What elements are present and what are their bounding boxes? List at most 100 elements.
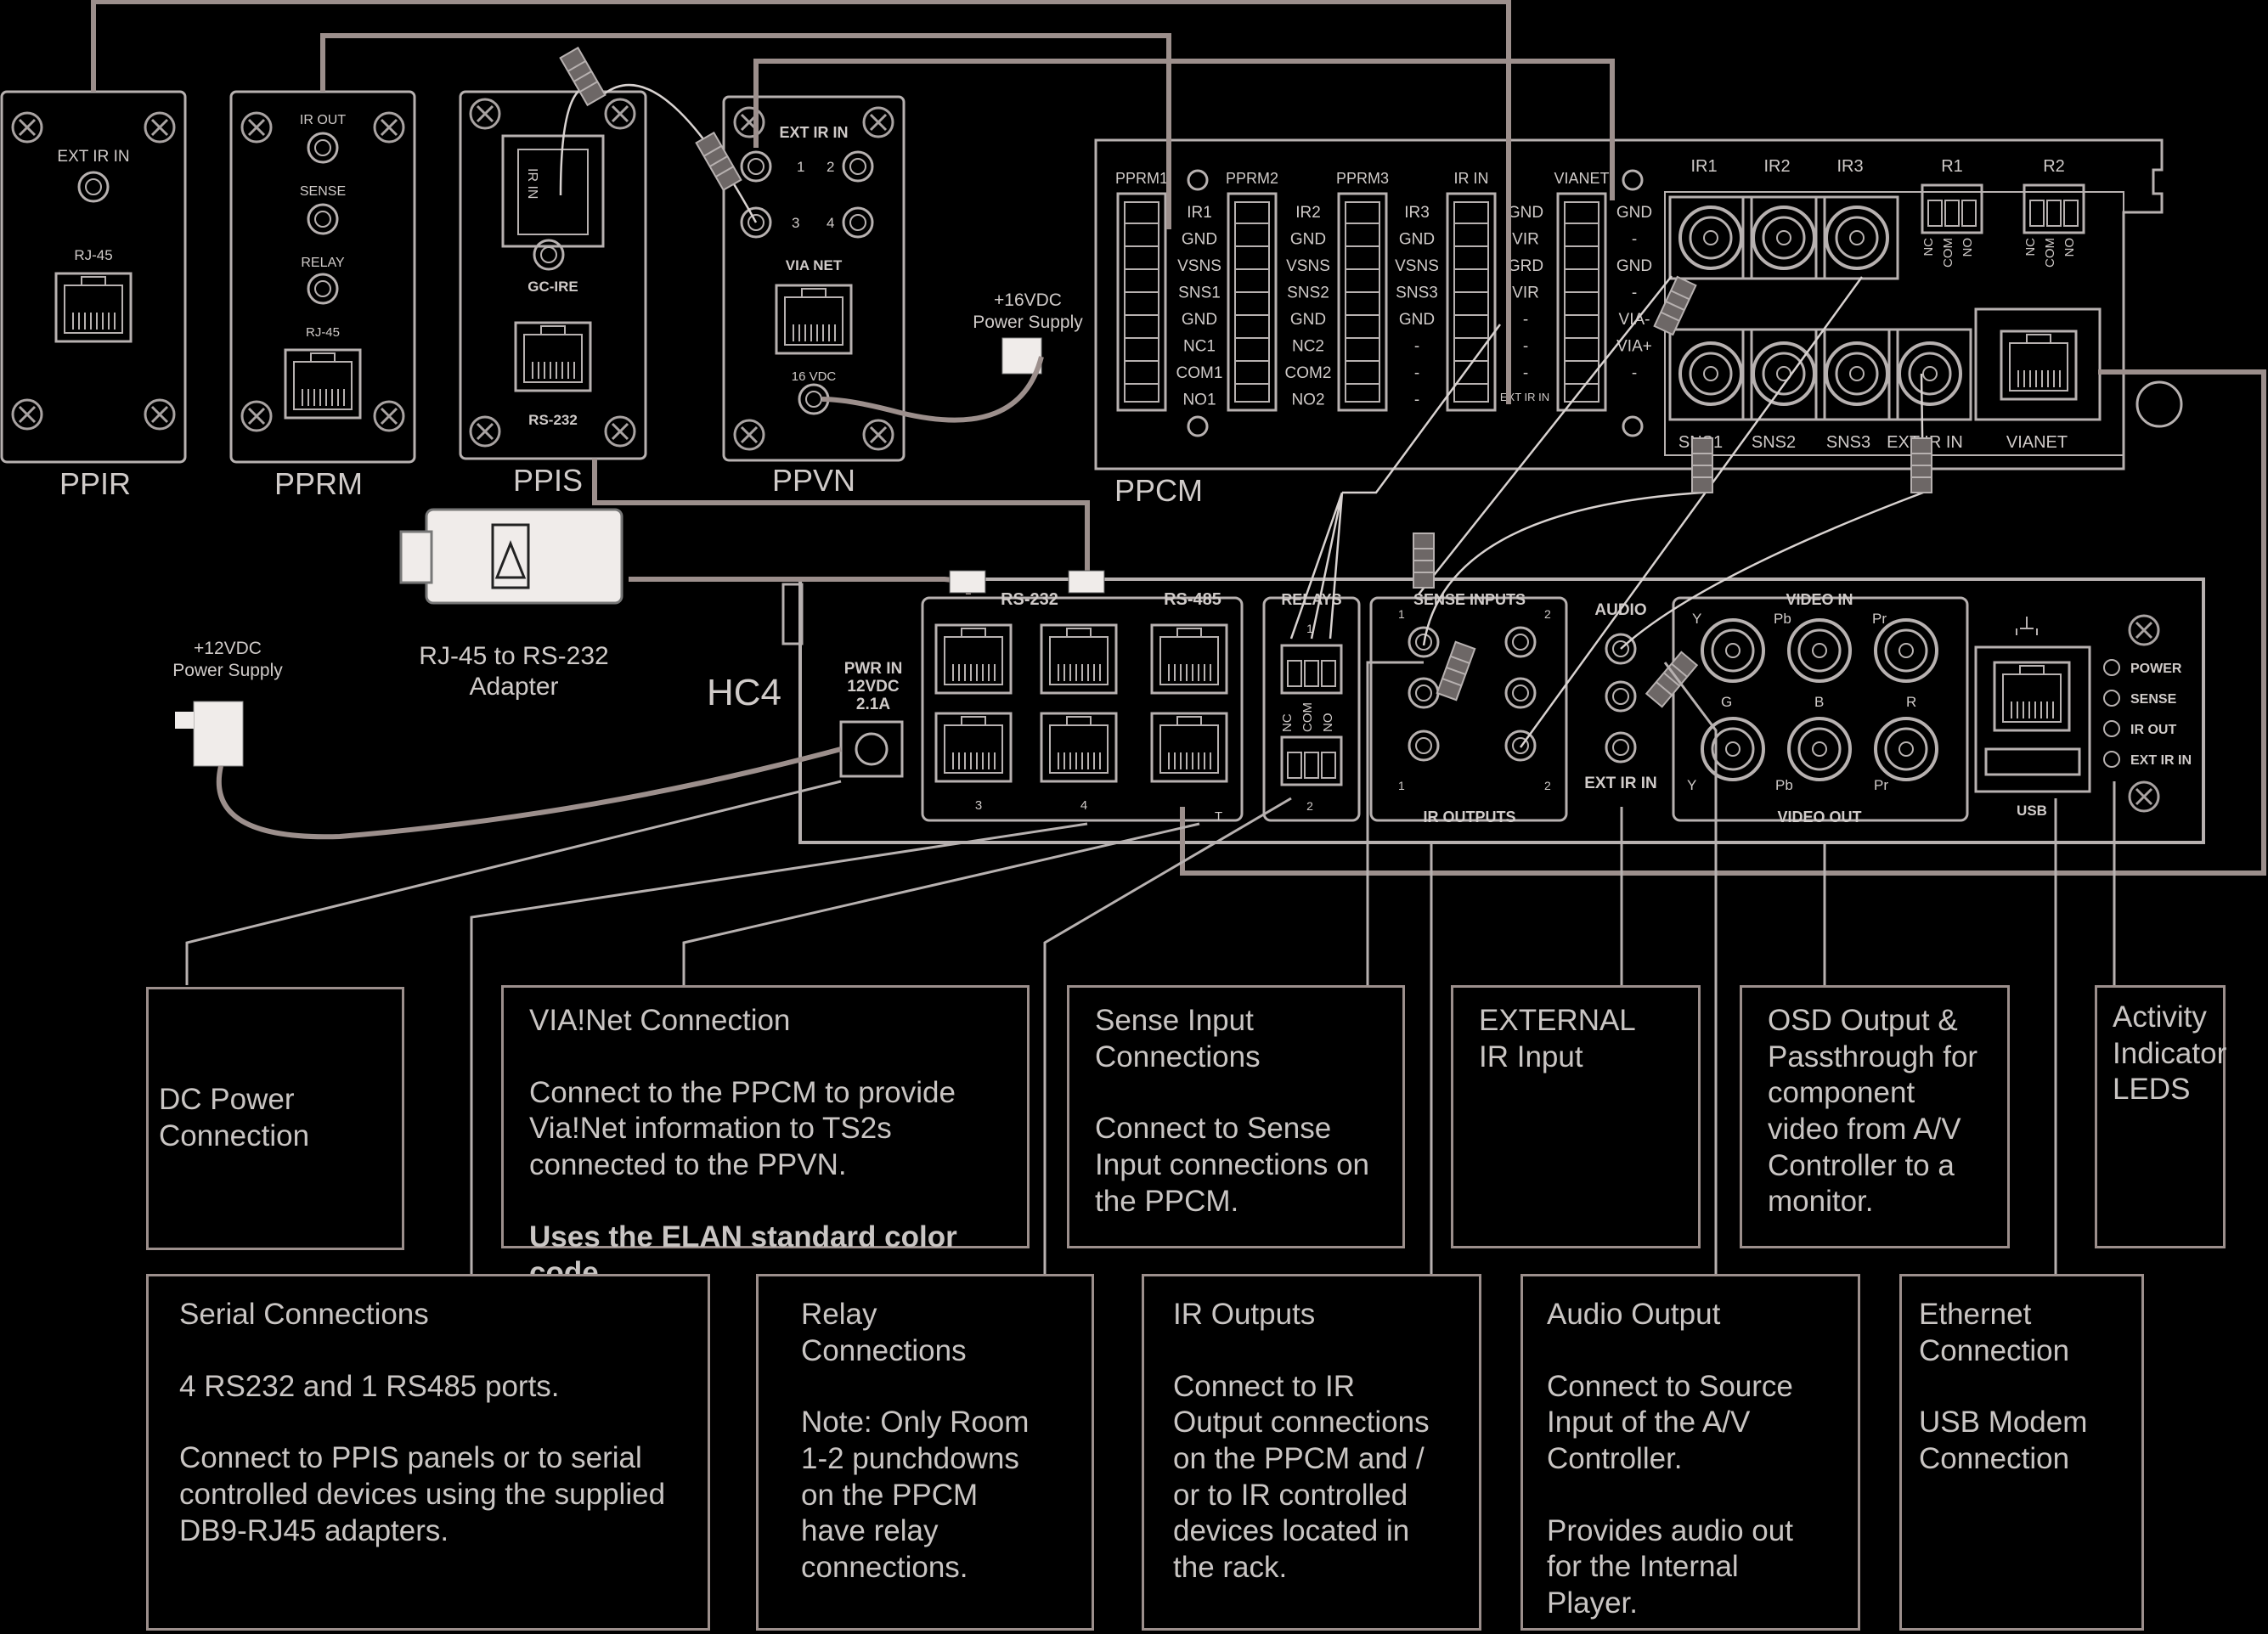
hc4-serial-port-4[interactable] bbox=[1040, 712, 1118, 783]
hc4-ext-ir-in-label: EXT IR IN bbox=[1584, 775, 1657, 792]
ppcm-header-pprm2: PPRM2 bbox=[1226, 170, 1278, 187]
hc4-screw-top bbox=[2128, 614, 2160, 646]
hc4-vout-pb: Pb bbox=[1775, 777, 1793, 793]
hc4-vianet-port[interactable] bbox=[1150, 712, 1228, 783]
callout-ext-ir: EXTERNAL IR Input bbox=[1451, 985, 1701, 1248]
hc4-relay-nc: NC bbox=[1280, 713, 1295, 732]
power-led bbox=[2103, 659, 2120, 676]
callout-vianet-note: Uses the ELAN standard color code. bbox=[529, 1220, 957, 1290]
psu12-line2: Power Supply bbox=[172, 661, 283, 680]
hc4-sense-4[interactable] bbox=[1504, 677, 1537, 709]
callout-ethernet-title: Ethernet Connection bbox=[1919, 1298, 2070, 1367]
callout-ext-ir-title: EXTERNAL IR Input bbox=[1479, 1004, 1635, 1073]
hc4-vout-b: B bbox=[1814, 694, 1824, 710]
hc4-t-label: T bbox=[1215, 809, 1222, 824]
hc4-serial-port-1[interactable] bbox=[934, 623, 1013, 695]
ppcm-header-vianet: VIANET bbox=[1554, 170, 1609, 187]
ppcm-col1-row: IR1 bbox=[1187, 204, 1212, 222]
callout-sense: Sense Input Connections Connect to Sense… bbox=[1067, 985, 1405, 1248]
callout-audio-title: Audio Output bbox=[1547, 1298, 1721, 1331]
hc4-ext-ir-jack[interactable] bbox=[1605, 731, 1637, 763]
callout-ethernet-body: USB Modem Connection bbox=[1919, 1406, 2088, 1476]
hc4-pwr-label-1: PWR IN bbox=[844, 660, 903, 678]
hc4-video-in-pr[interactable] bbox=[1874, 618, 1938, 683]
callout-osd: OSD Output & Passthrough for component v… bbox=[1740, 985, 2010, 1248]
hc4-relay-2[interactable] bbox=[1280, 735, 1343, 786]
callout-serial-body2: Connect to PPIS panels or to serial cont… bbox=[179, 1441, 666, 1547]
led-power-label: POWER bbox=[2130, 662, 2182, 676]
hc4-port3-label: 3 bbox=[975, 798, 982, 813]
ppir-title: PPIR bbox=[59, 466, 131, 501]
hc4-sense-col1: 1 bbox=[1398, 607, 1405, 621]
callout-ethernet: Ethernet Connection USB Modem Connection bbox=[1899, 1274, 2144, 1631]
hc4-serial-port-2[interactable] bbox=[1040, 623, 1118, 695]
hc4-sense-3[interactable] bbox=[1408, 677, 1440, 709]
pprm-relay-label: RELAY bbox=[301, 256, 345, 270]
ppcm-col4-row: GND bbox=[1508, 204, 1543, 222]
ppir-panel: EXT IR IN RJ-45 PPIR bbox=[0, 90, 187, 501]
ppcm-r2-nc: NC bbox=[2023, 238, 2038, 256]
hc4-vout-y: Y bbox=[1687, 777, 1696, 793]
hc4-unit: HC4 PWR IN 12VDC 2.1A RS-232 RS-485 3 4 … bbox=[707, 578, 2205, 844]
ppcm-col4-row: VIR bbox=[1512, 231, 1539, 249]
ppcm-sns3-label: SNS3 bbox=[1826, 433, 1870, 452]
ppcm-col1-row: VSNS bbox=[1177, 257, 1221, 275]
ppcm-col5-row: - bbox=[1632, 364, 1637, 382]
callout-relay: Relay Connections Note: Only Room 1-2 pu… bbox=[756, 1274, 1094, 1631]
callout-serial: Serial Connections 4 RS232 and 1 RS485 p… bbox=[146, 1274, 710, 1631]
hc4-pwr-label-3: 2.1A bbox=[856, 696, 890, 713]
callout-audio: Audio Output Connect to Source Input of … bbox=[1520, 1274, 1860, 1631]
ppcm-ir2-label: IR2 bbox=[1763, 157, 1790, 176]
ppir-rj45-label: RJ-45 bbox=[74, 247, 112, 263]
ppcm-col1-row: NO1 bbox=[1182, 392, 1216, 409]
ppcm-col2-row: GND bbox=[1290, 311, 1326, 329]
ppcm-col4-row: - bbox=[1523, 338, 1528, 356]
hc4-audio-r[interactable] bbox=[1605, 680, 1637, 713]
ppcm-col2-row: VSNS bbox=[1286, 257, 1330, 275]
hc4-dc-jack[interactable] bbox=[839, 720, 904, 778]
callout-dc-power: DC Power Connection bbox=[146, 987, 404, 1250]
callout-ir-outputs: IR Outputs Connect to IR Output connecti… bbox=[1142, 1274, 1481, 1631]
callout-sense-body: Connect to Sense Input connections on th… bbox=[1095, 1112, 1370, 1218]
callout-leds-title: Activity Indicator LEDS bbox=[2113, 1000, 2227, 1107]
led-ext-ir-label: EXT IR IN bbox=[2130, 753, 2192, 768]
ppcm-col3-row: SNS3 bbox=[1396, 285, 1438, 302]
ppcm-sns2-label: SNS2 bbox=[1752, 433, 1796, 452]
hc4-video-out-pr[interactable] bbox=[1874, 717, 1938, 781]
hc4-video-out-pb[interactable] bbox=[1787, 717, 1852, 781]
hc4-irout-col2: 2 bbox=[1544, 779, 1551, 792]
hc4-sense-2[interactable] bbox=[1504, 626, 1537, 658]
adapter-line1: RJ-45 to RS-232 bbox=[419, 642, 608, 670]
ppcm-header-pprm1: PPRM1 bbox=[1115, 170, 1168, 187]
hc4-relay-1[interactable] bbox=[1280, 644, 1343, 695]
ppcm-col3-row: - bbox=[1414, 338, 1419, 356]
ppis-panel: IR IN GC-IRE RS-232 PPIS bbox=[459, 90, 647, 498]
callout-vianet-body: Connect to the PPCM to provide Via!Net i… bbox=[529, 1075, 956, 1182]
adapter-line2: Adapter bbox=[469, 673, 558, 701]
hc4-ethernet-port[interactable] bbox=[1993, 661, 2071, 732]
hc4-serial-port-3[interactable] bbox=[934, 712, 1013, 783]
psu12-line1: +12VDC bbox=[194, 639, 262, 658]
hc4-usb-label: USB bbox=[2017, 803, 2047, 819]
hc4-vin-pr: Pr bbox=[1872, 611, 1887, 627]
psu16-brick bbox=[1001, 337, 1042, 375]
hc4-vout-pr: Pr bbox=[1874, 777, 1888, 793]
hc4-irout-col1: 1 bbox=[1398, 779, 1405, 792]
ext-ir-led bbox=[2103, 751, 2120, 768]
ppis-gc-ire-label: GC-IRE bbox=[528, 279, 578, 295]
ppvn-16vdc-label: 16 VDC bbox=[792, 369, 837, 384]
ppcm-col5-row: GND bbox=[1616, 204, 1652, 222]
hc4-vout-r: R bbox=[1906, 694, 1916, 710]
ppcm-r1-com: COM bbox=[1941, 238, 1955, 268]
hc4-video-in-pb[interactable] bbox=[1787, 618, 1852, 683]
ppcm-col4-row: GRD bbox=[1508, 257, 1543, 275]
ppvn-jack-4-label: 4 bbox=[827, 215, 834, 231]
hc4-rs485-port[interactable] bbox=[1150, 623, 1228, 695]
callout-vianet-title: VIA!Net Connection bbox=[529, 1004, 791, 1037]
hc4-video-in-y[interactable] bbox=[1701, 618, 1765, 683]
callout-dc-power-title: DC Power Connection bbox=[159, 1083, 310, 1152]
hc4-usb-port[interactable] bbox=[1984, 747, 2081, 776]
hc4-irout-1[interactable] bbox=[1408, 730, 1440, 762]
hc4-video-out-y[interactable] bbox=[1701, 717, 1765, 781]
